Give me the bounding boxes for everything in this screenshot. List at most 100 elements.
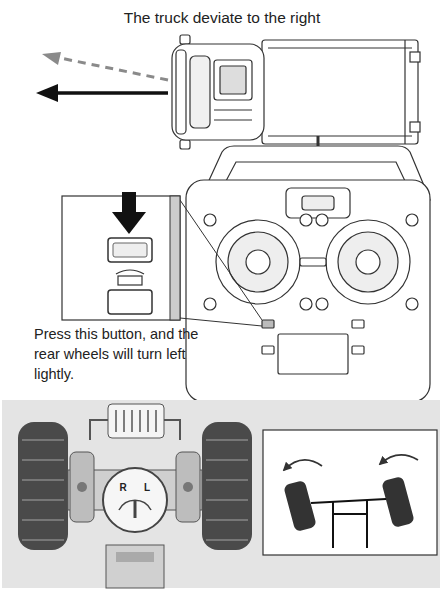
- tread: [22, 479, 64, 481]
- stick: [246, 250, 270, 274]
- trim-button: [262, 320, 274, 328]
- connector: [116, 552, 154, 562]
- screw: [204, 298, 216, 310]
- axle: [311, 499, 386, 503]
- mirror: [180, 140, 190, 149]
- screw: [316, 298, 328, 310]
- screw: [316, 214, 328, 226]
- turn-arrow: [380, 455, 418, 464]
- button-inset: [62, 192, 262, 326]
- tread: [22, 439, 64, 441]
- tread: [206, 519, 248, 521]
- mode-switch: [300, 258, 326, 266]
- inset-frame: [62, 196, 180, 320]
- wheel-inset: [263, 430, 437, 555]
- rear-light: [410, 122, 420, 132]
- tread: [22, 519, 64, 521]
- trim-button: [108, 290, 152, 314]
- roof-panel: [214, 60, 252, 100]
- direction-arrows: [36, 52, 168, 102]
- tread: [206, 539, 248, 541]
- grille-slot: [155, 410, 157, 432]
- screw: [300, 214, 312, 226]
- bumper: [176, 50, 186, 134]
- roof-hatch: [220, 66, 246, 94]
- grille-slot: [131, 410, 133, 432]
- turn-arrow: [284, 460, 322, 470]
- straight-arrow-head: [36, 84, 58, 102]
- grille-slot: [123, 410, 125, 432]
- dial-mark: R: [117, 482, 129, 494]
- remote-controller: [186, 136, 430, 402]
- stick-ring: [326, 220, 410, 304]
- title: The truck deviate to the right: [0, 8, 444, 28]
- inset-edge: [170, 196, 180, 320]
- leader-line: [180, 318, 262, 326]
- button-face: [113, 243, 147, 257]
- wheel: [283, 480, 317, 532]
- chassis-link: [333, 500, 367, 548]
- screw: [406, 214, 418, 226]
- stick-ring: [216, 220, 300, 304]
- stick: [356, 250, 380, 274]
- grille-slot: [139, 410, 141, 432]
- remote-body: [186, 180, 430, 402]
- wheel: [381, 476, 415, 528]
- stick-base: [338, 232, 398, 292]
- roof-line: [214, 119, 252, 120]
- trim-button: [352, 346, 364, 354]
- press-arrow-head: [112, 212, 146, 234]
- dial-pointer: [134, 500, 137, 518]
- tire: [18, 422, 68, 550]
- steering-knuckle: [70, 452, 94, 522]
- body-line: [404, 40, 405, 144]
- circuit-board: [106, 545, 164, 588]
- screen: [278, 334, 348, 374]
- grille-slot: [115, 410, 117, 432]
- instruction-note: Press this button, and the rear wheels w…: [34, 324, 206, 384]
- tread: [22, 539, 64, 541]
- dial-mark: L: [141, 482, 153, 494]
- turn-icon: [116, 270, 144, 274]
- trim-button: [352, 320, 364, 328]
- tire: [202, 422, 252, 550]
- tread: [22, 499, 64, 501]
- cargo-body: [262, 40, 418, 144]
- top-panel: [286, 188, 350, 218]
- tread: [206, 499, 248, 501]
- leader-line: [180, 200, 262, 320]
- trim-dial: [103, 468, 167, 532]
- tread: [206, 439, 248, 441]
- power-switch: [302, 196, 334, 210]
- windshield: [190, 56, 210, 128]
- deviation-arrow: [60, 58, 168, 80]
- deviation-arrow-head: [42, 52, 61, 65]
- axle-icon: [118, 276, 142, 285]
- tread: [206, 479, 248, 481]
- screw: [183, 482, 193, 492]
- grille-slot: [147, 410, 149, 432]
- steering-knuckle: [176, 452, 200, 522]
- screw: [300, 298, 312, 310]
- cab: [172, 44, 264, 140]
- rear-light: [410, 52, 420, 62]
- roof-line: [214, 109, 252, 110]
- body-line: [268, 135, 412, 136]
- trim-button: [108, 238, 152, 262]
- inset-frame: [263, 430, 437, 555]
- screw: [77, 482, 87, 492]
- tread: [22, 459, 64, 461]
- press-arrow-shaft: [122, 192, 136, 214]
- truck-top-view: [172, 35, 420, 149]
- tread: [206, 459, 248, 461]
- straight-arrow: [54, 91, 168, 95]
- screw: [204, 214, 216, 226]
- screw: [406, 298, 418, 310]
- grille: [108, 404, 164, 438]
- trim-button: [262, 346, 274, 354]
- photo-background: [2, 400, 440, 588]
- chassis-photo: [2, 400, 440, 588]
